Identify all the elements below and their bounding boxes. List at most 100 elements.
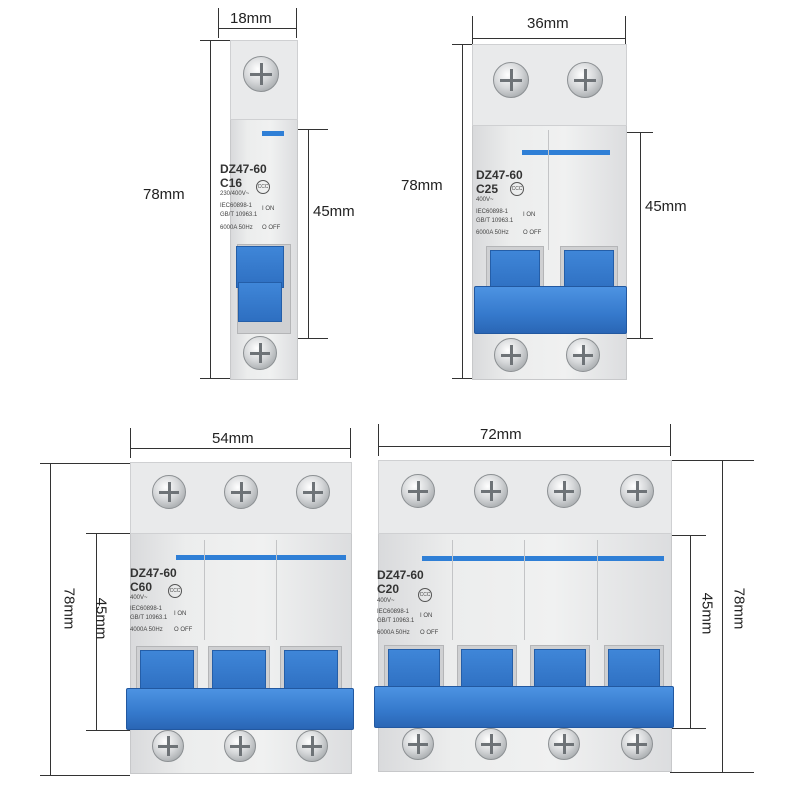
rating-label: C20 xyxy=(377,582,400,596)
dim-tick xyxy=(86,533,130,534)
voltage-label: 400V~ xyxy=(130,595,148,601)
dim-tick xyxy=(40,775,130,776)
dim-tick xyxy=(670,772,754,773)
ccc-mark-icon: CCC xyxy=(510,182,524,196)
ccc-mark-icon: CCC xyxy=(168,584,182,598)
off-label: O OFF xyxy=(174,627,193,633)
pole-divider xyxy=(204,540,205,640)
breaking-capacity-label: 6000A 50Hz xyxy=(476,230,509,236)
standard-label: IEC60898-1 xyxy=(130,606,163,612)
toggle-lever[interactable] xyxy=(140,650,194,692)
screw-icon xyxy=(224,475,258,509)
pole-divider xyxy=(548,130,549,250)
height-dim-label: 78mm xyxy=(401,177,443,194)
toggle-lever[interactable] xyxy=(388,649,440,691)
toggle-lever-lower[interactable] xyxy=(238,282,282,322)
module-dim-label: 45mm xyxy=(645,198,687,215)
dim-tick xyxy=(670,460,754,461)
height-dim-label: 78mm xyxy=(60,587,78,630)
screw-icon xyxy=(475,728,507,760)
dim-tick xyxy=(218,8,219,38)
dim-tick xyxy=(452,44,480,45)
screw-icon xyxy=(402,728,434,760)
screw-icon xyxy=(296,475,330,509)
dim-tick xyxy=(623,338,653,339)
toggle-lever[interactable] xyxy=(608,649,660,691)
rating-label: C16 xyxy=(220,176,243,190)
screw-icon xyxy=(296,730,328,762)
dim-tick xyxy=(200,378,230,379)
off-label: O OFF xyxy=(523,230,542,236)
pole-divider xyxy=(597,540,598,640)
toggle-lever[interactable] xyxy=(212,650,266,692)
dim-tick xyxy=(378,424,379,456)
model-label: DZ47-60 xyxy=(476,168,523,182)
dim-tick xyxy=(298,338,328,339)
dim-tick xyxy=(130,428,131,458)
blue-stripe xyxy=(176,555,346,560)
dim-tick xyxy=(86,730,130,731)
standard-label: IEC60898-1 xyxy=(377,609,410,615)
width-dim-label: 36mm xyxy=(527,15,569,32)
width-dim-label: 72mm xyxy=(480,426,522,443)
screw-icon xyxy=(224,730,256,762)
width-dim-line xyxy=(472,38,625,39)
dim-tick xyxy=(296,8,297,38)
height-dim-line xyxy=(462,44,463,378)
screw-icon xyxy=(548,728,580,760)
screw-icon xyxy=(621,728,653,760)
module-dim-line xyxy=(640,132,641,338)
model-label: DZ47-60 xyxy=(220,162,267,176)
toggle-lever[interactable] xyxy=(490,250,540,292)
standard-label-2: GB/T 10963.1 xyxy=(130,615,168,621)
voltage-label: 400V~ xyxy=(476,197,494,203)
dim-tick xyxy=(40,463,130,464)
width-dim-line xyxy=(218,28,296,29)
screw-icon xyxy=(152,475,186,509)
rating-label: C60 xyxy=(130,580,153,594)
ccc-mark-icon: CCC xyxy=(256,180,270,194)
on-label: I ON xyxy=(420,613,433,619)
width-dim-label: 54mm xyxy=(212,430,254,447)
model-label: DZ47-60 xyxy=(377,568,424,582)
blue-stripe xyxy=(522,150,610,155)
module-dim-label: 45mm xyxy=(313,203,355,220)
module-dim-line xyxy=(690,535,691,728)
width-dim-line xyxy=(378,446,670,447)
width-dim-label: 18mm xyxy=(230,10,272,27)
rating-label: C25 xyxy=(476,182,499,196)
breaking-capacity-label: 6000A 50Hz xyxy=(377,630,410,636)
toggle-lever[interactable] xyxy=(461,649,513,691)
screw-icon xyxy=(494,338,528,372)
dim-tick xyxy=(625,16,626,44)
standard-label: IEC60898-1 xyxy=(220,203,253,209)
module-dim-line xyxy=(96,533,97,730)
standard-label: IEC60898-1 xyxy=(476,209,509,215)
dim-tick xyxy=(670,535,706,536)
screw-icon xyxy=(152,730,184,762)
height-dim-line xyxy=(50,463,51,775)
on-label: I ON xyxy=(523,212,536,218)
handle-tie-bar[interactable] xyxy=(474,286,627,334)
screw-icon xyxy=(243,56,279,92)
pole-divider xyxy=(452,540,453,640)
screw-icon xyxy=(566,338,600,372)
width-dim-line xyxy=(130,448,350,449)
handle-tie-bar[interactable] xyxy=(126,688,354,730)
screw-icon xyxy=(243,336,277,370)
height-dim-line xyxy=(210,40,211,378)
module-dim-label: 45mm xyxy=(92,597,110,640)
standard-label-2: GB/T 10963.1 xyxy=(476,218,514,224)
screw-icon xyxy=(547,474,581,508)
handle-tie-bar[interactable] xyxy=(374,686,674,728)
toggle-lever[interactable] xyxy=(534,649,586,691)
blue-stripe xyxy=(422,556,664,561)
breaking-capacity-label: 6000A 50Hz xyxy=(220,225,253,231)
off-label: O OFF xyxy=(262,225,281,231)
module-dim-line xyxy=(308,129,309,338)
toggle-lever[interactable] xyxy=(284,650,338,692)
blue-stripe xyxy=(262,131,284,136)
ccc-mark-icon: CCC xyxy=(418,588,432,602)
model-label: DZ47-60 xyxy=(130,566,177,580)
height-dim-line xyxy=(722,460,723,772)
